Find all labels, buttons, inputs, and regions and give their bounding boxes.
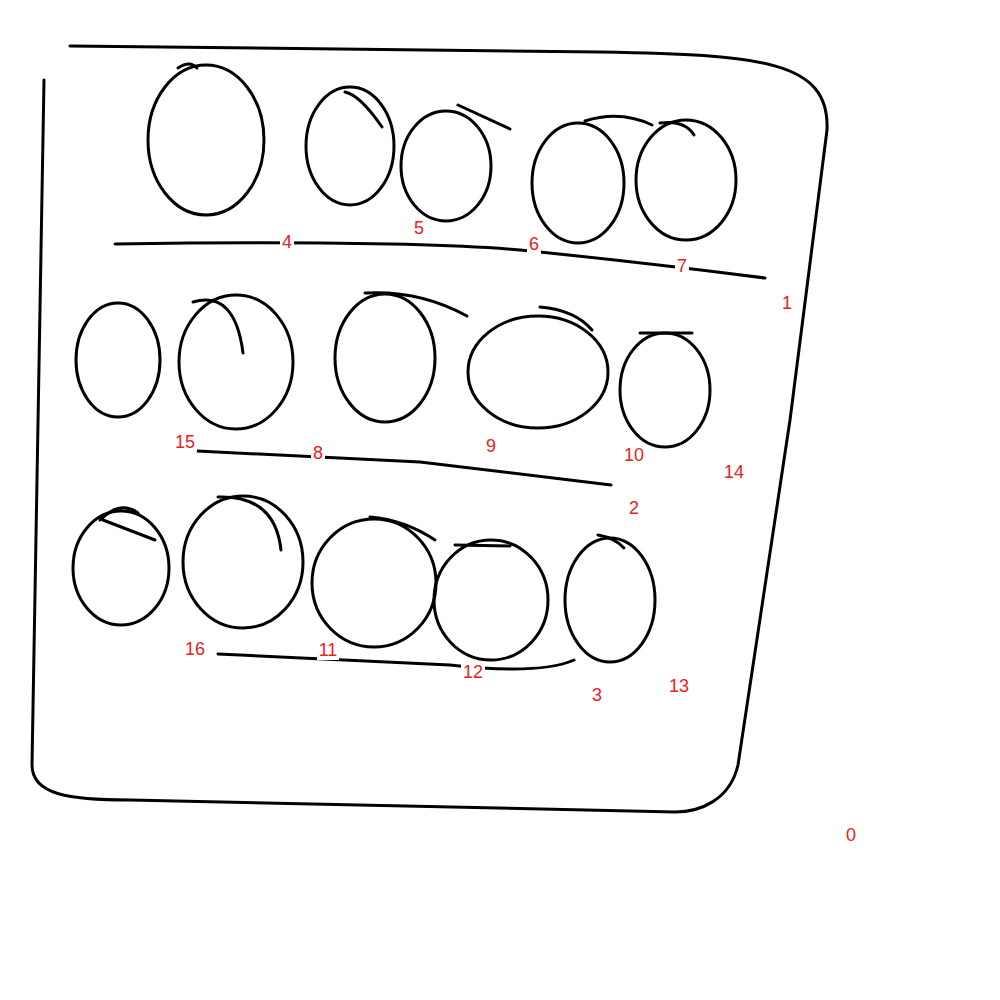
item-stroke	[540, 307, 592, 330]
callout-number: 14	[722, 462, 746, 482]
round-item	[335, 294, 435, 422]
round-item	[565, 538, 655, 662]
callout-number: 1	[780, 293, 794, 313]
round-item	[148, 65, 264, 215]
item-stroke	[640, 332, 692, 335]
callout-number: 7	[675, 256, 689, 276]
item-stroke	[458, 105, 510, 129]
item-stroke	[218, 497, 281, 550]
item-stroke	[193, 300, 243, 353]
item-stroke	[598, 535, 624, 548]
round-item	[468, 316, 608, 428]
callout-number: 10	[622, 445, 646, 465]
callout-number: 6	[527, 234, 541, 254]
item-stroke	[365, 293, 467, 316]
round-item	[434, 540, 548, 660]
outer-box	[32, 46, 827, 812]
item-stroke	[100, 508, 155, 540]
round-item	[179, 295, 293, 429]
item-stroke	[370, 517, 435, 540]
callout-number: 12	[461, 662, 485, 682]
item-stroke	[660, 123, 694, 136]
callout-number: 3	[590, 685, 604, 705]
round-item	[183, 496, 303, 628]
item-stroke	[345, 92, 382, 127]
round-item	[620, 333, 710, 447]
callout-number: 8	[311, 443, 325, 463]
callout-number: 16	[183, 639, 207, 659]
item-stroke	[178, 64, 197, 68]
callout-number: 4	[280, 232, 294, 252]
round-item	[76, 303, 160, 417]
shelf-line	[115, 243, 765, 278]
callout-number: 15	[173, 432, 197, 452]
item-stroke	[455, 545, 510, 546]
round-item	[401, 111, 491, 221]
item-stroke	[585, 116, 652, 125]
round-item	[532, 123, 624, 243]
callout-number: 0	[844, 825, 858, 845]
callout-number: 2	[627, 498, 641, 518]
callout-number: 13	[667, 676, 691, 696]
round-item	[636, 120, 736, 240]
shelf-line	[218, 654, 574, 669]
shelf-line	[197, 451, 611, 485]
round-item	[312, 519, 436, 647]
callout-number: 5	[412, 218, 426, 238]
round-item	[306, 87, 394, 205]
callout-number: 9	[484, 436, 498, 456]
callout-number: 11	[317, 640, 340, 660]
